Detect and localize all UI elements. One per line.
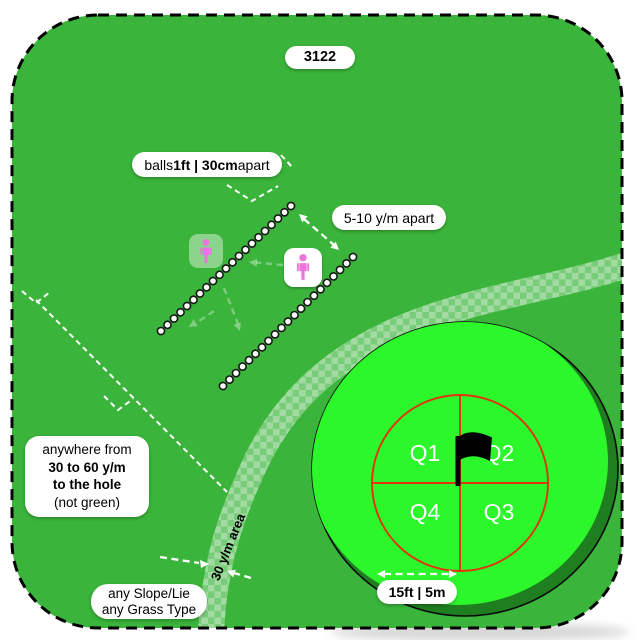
hitting-distance-note: anywhere from 30 to 60 y/m to the hole (… <box>25 436 149 517</box>
golf-ball <box>215 270 224 280</box>
golf-ball <box>348 252 358 262</box>
golf-ball <box>273 214 283 223</box>
golf-ball <box>182 301 192 311</box>
golf-ball <box>156 326 166 336</box>
golf-ball <box>286 201 296 211</box>
golf-ball <box>234 251 244 261</box>
distance-note-line3: to the hole <box>52 477 122 492</box>
golf-ball <box>280 207 289 217</box>
ball-row-1 <box>156 201 296 336</box>
golf-ball <box>296 304 306 313</box>
golf-ball <box>303 297 312 307</box>
golf-ball <box>208 276 218 286</box>
golf-ball <box>218 381 228 391</box>
drill-number: 3122 <box>303 49 337 66</box>
green-radius-arrow <box>377 570 457 578</box>
golf-ball <box>221 264 231 273</box>
golf-ball <box>260 226 270 236</box>
ball-spacing-bracket <box>226 154 294 203</box>
quadrant-label-q3: Q3 <box>484 499 515 525</box>
conditions-label: any Slope/Lie any Grass Type <box>91 584 207 619</box>
ball-spacing-label: balls 1ft | 30cm apart <box>132 152 282 177</box>
golf-ball <box>225 375 234 384</box>
golf-ball <box>329 271 338 281</box>
golf-ball <box>277 323 286 333</box>
golf-flag-icon <box>455 432 492 486</box>
ball-spacing-value: 1ft | 30cm <box>173 156 238 173</box>
quadrant-label-q1: Q1 <box>410 440 441 466</box>
golf-ball <box>342 258 351 268</box>
golf-ball <box>189 295 198 305</box>
band-width-arrows <box>159 555 252 580</box>
quadrant-label-q4: Q4 <box>410 499 441 525</box>
thirty-ym-band <box>198 249 622 628</box>
field-dashed-border <box>10 13 624 630</box>
golf-ball <box>244 355 254 365</box>
golf-ball <box>241 245 250 255</box>
ball-spacing-suffix: apart <box>237 156 270 173</box>
golf-ball <box>309 291 319 301</box>
golf-ball <box>195 289 205 298</box>
golf-ball <box>163 320 172 330</box>
distance-note-line2: 30 to 60 y/m <box>48 459 126 475</box>
row-distance-arrow <box>299 214 339 250</box>
player-icon-left <box>189 234 223 268</box>
golf-ball <box>335 265 345 275</box>
golf-ball <box>251 349 260 359</box>
golf-ball <box>283 317 293 326</box>
golf-ball <box>267 220 276 230</box>
drill-number-badge: 3122 <box>285 46 355 69</box>
player-icon-right <box>284 248 322 287</box>
ball-spacing-prefix: balls <box>144 156 174 173</box>
row-distance-label: 5-10 y/m apart <box>332 205 446 230</box>
golf-ball <box>316 284 325 294</box>
golf-ball <box>322 278 332 288</box>
green-radius-label: 15ft | 5m <box>377 580 457 604</box>
golf-ball <box>257 342 267 352</box>
conditions-line2: any Grass Type <box>101 601 197 617</box>
golf-ball <box>202 282 211 292</box>
row-distance-text: 5-10 y/m apart <box>343 209 435 226</box>
golf-ball <box>247 239 257 248</box>
golf-ball <box>264 336 273 346</box>
distance-note-line4: (not green) <box>53 494 121 510</box>
golf-ball <box>169 314 179 323</box>
conditions-line1: any Slope/Lie <box>108 586 190 601</box>
green-radius-text: 15ft | 5m <box>388 584 446 600</box>
golf-ball <box>290 310 299 320</box>
golf-ball <box>176 307 185 317</box>
golf-ball <box>228 257 237 267</box>
distance-leader-line <box>21 290 228 493</box>
golf-ball <box>254 232 263 242</box>
golf-ball <box>231 368 241 378</box>
golf-ball <box>270 329 280 339</box>
golf-ball <box>238 362 247 371</box>
ball-row-2 <box>218 252 358 391</box>
distance-note-line1: anywhere from <box>42 442 132 457</box>
